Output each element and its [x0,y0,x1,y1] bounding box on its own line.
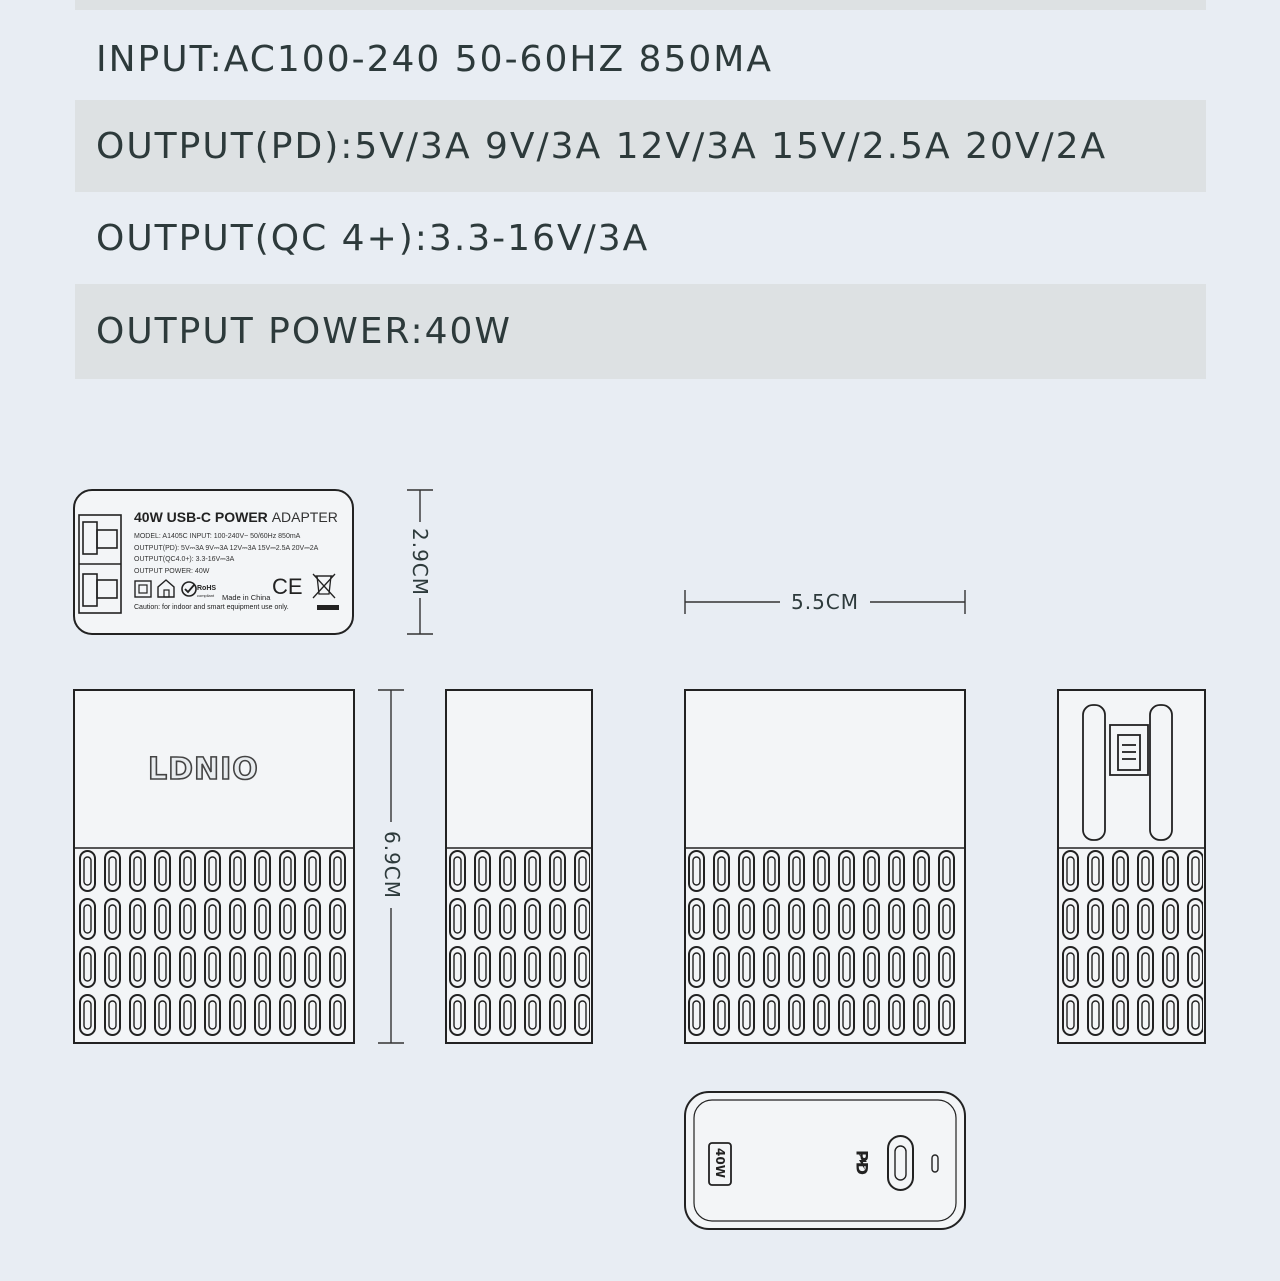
front-view [73,689,355,1044]
ce-mark-text: CE [272,574,303,599]
depth-label: 2.9CM [408,527,432,597]
spec-row-top-strip [75,0,1206,10]
rohs-sub-label: compliant [197,593,215,598]
brand-logo: LDNIO [147,751,259,788]
label-qc-line: OUTPUT(QC4.0+): 3.3-16V⎓3A [134,556,235,563]
spec-input: INPUT:AC100-240 50-60HZ 850MA [96,38,773,80]
width-label: 5.5CM [790,590,860,614]
top-view: CE [73,489,354,635]
ce-mark-icon: CE [272,574,303,599]
house-icon [157,579,175,598]
label-model-line: MODEL: A1405C INPUT: 100-240V~ 50/60Hz 8… [134,533,301,540]
height-label: 6.9CM [380,830,404,900]
made-in-label: Made in China [222,593,271,602]
label-title: 40W USB-C POWER ADAPTER [134,509,338,525]
spec-output-pd: OUTPUT(PD):5V/3A 9V/3A 12V/3A 15V/2.5A 2… [75,100,1206,192]
status-led [931,1154,939,1173]
caution-label: Caution: for indoor and smart equipment … [134,604,289,611]
spec-output-power: OUTPUT POWER:40W [75,284,1206,379]
spec-output-qc: OUTPUT(QC 4+):3.3-16V/3A [96,217,650,259]
power-badge-label: 40W [713,1148,727,1178]
double-square-icon [134,580,152,598]
side-view [445,689,593,1044]
label-title-bold: 40W USB-C POWER [134,509,268,525]
weee-bar [317,605,339,610]
plug-side-view [1057,689,1206,1044]
rohs-label: RoHS [197,585,217,592]
label-title-light: ADAPTER [271,509,338,525]
lightning-icon [857,1152,867,1170]
label-spec-block: MODEL: A1405C INPUT: 100-240V~ 50/60Hz 8… [134,531,318,577]
rohs-check-icon [181,581,197,597]
usb-c-port-icon [887,1135,914,1191]
label-power-line: OUTPUT POWER: 40W [134,567,210,575]
folding-prongs-icon [1082,704,1173,841]
port-face-view [684,1091,966,1230]
pd-mark: PD [852,1149,872,1175]
back-view [684,689,966,1044]
weee-bin-icon [312,573,336,599]
rohs-text: RoHS compliant [197,585,216,599]
power-badge [708,1142,732,1186]
folded-plug-icon [78,514,122,614]
label-pd-line: OUTPUT(PD): 5V⎓3A 9V⎓3A 12V⎓3A 15V⎓2.5A … [134,544,319,552]
